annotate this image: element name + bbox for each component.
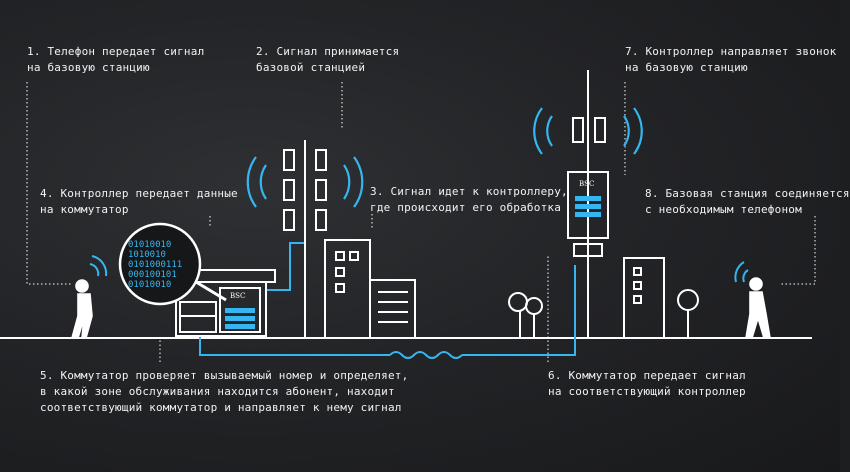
right-bsc-label: BSC — [579, 180, 595, 188]
right-bsc-bars — [575, 196, 601, 217]
step-5-label: 5. Коммутатор проверяет вызываемый номер… — [40, 369, 409, 414]
right-tower-waves — [533, 107, 643, 155]
right-person-figure — [745, 277, 771, 339]
cable-to-right-tower — [462, 265, 576, 356]
magnifier-binary: 01010010 1010010 0101000111 000100101 01… — [128, 240, 194, 290]
leader-1 — [26, 82, 72, 285]
step-3-label: 3. Сигнал идет к контроллеру, где происх… — [370, 185, 568, 214]
magnifier-lens — [118, 222, 202, 306]
left-building — [324, 239, 416, 339]
binary-line: 01010010 — [128, 280, 172, 290]
binary-line: 1010010 — [128, 250, 166, 260]
step-8-label: 8. Базовая станция соединяется с необход… — [645, 187, 850, 216]
step-7-label: 7. Контроллер направляет звонок на базов… — [625, 45, 837, 74]
cable-tower-to-bsc — [265, 242, 305, 291]
switch-bsc-label: BSC — [230, 292, 246, 300]
binary-line: 0101000111 — [128, 260, 183, 270]
leader-8 — [780, 216, 816, 285]
trees — [508, 289, 699, 338]
binary-line: 000100101 — [128, 270, 177, 280]
switch-station — [169, 269, 276, 337]
left-tower — [283, 140, 327, 338]
right-phone-waves — [734, 261, 749, 283]
left-tower-waves — [246, 156, 364, 208]
cable-wave — [389, 351, 463, 359]
step-6-label: 6. Коммутатор передает сигнал на соответ… — [548, 369, 746, 398]
step-4-label: 4. Контроллер передает данные на коммута… — [40, 187, 238, 216]
binary-line: 01010010 — [128, 240, 172, 250]
left-phone-waves — [89, 255, 108, 277]
cable-switch-to-right — [199, 336, 390, 356]
step-2-label: 2. Сигнал принимается базовой станцией — [256, 45, 400, 74]
switch-bsc-bars — [225, 308, 255, 329]
magnifier-handle — [195, 280, 227, 302]
right-building — [623, 257, 665, 339]
left-person-figure — [70, 279, 93, 339]
step-1-label: 1. Телефон передает сигнал на базовую ст… — [27, 45, 205, 74]
